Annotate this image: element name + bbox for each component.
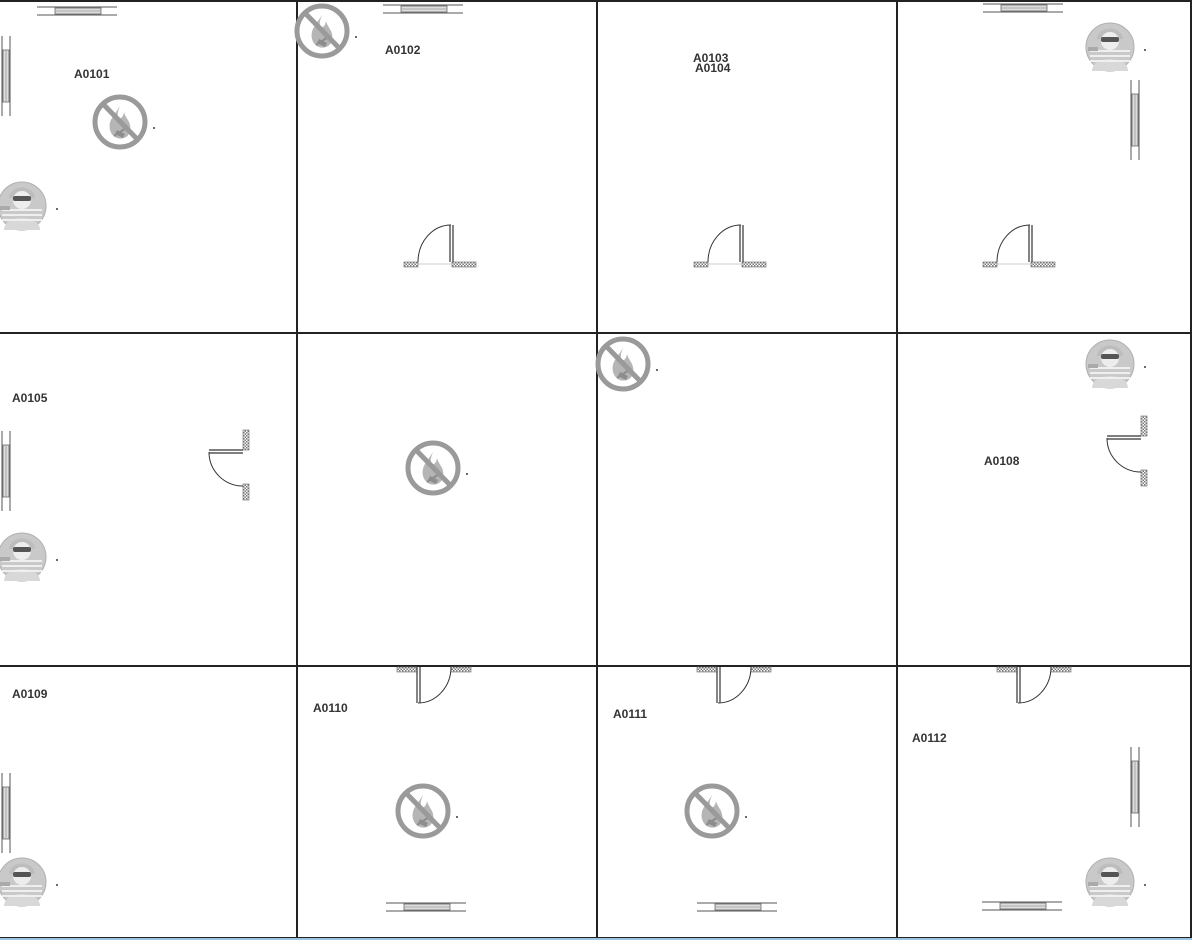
security-guard-icon <box>0 532 59 582</box>
window <box>385 902 467 912</box>
security-guard-icon <box>0 181 59 231</box>
room-label-a0108: A0108 <box>984 454 1020 468</box>
no-fire-symbols <box>95 6 747 836</box>
window <box>981 901 1063 911</box>
door-swing <box>693 224 767 268</box>
window <box>1 772 11 854</box>
no-fire-icon <box>598 339 658 389</box>
window <box>1 35 11 117</box>
window <box>982 3 1064 13</box>
security-guard-icon <box>1085 22 1147 72</box>
room-labels: A0101 A0102 A0103 A0104 A0105 A0108 A010… <box>12 43 1020 745</box>
room-label-a0112: A0112 <box>912 731 947 745</box>
no-fire-icon <box>408 443 468 493</box>
door-swing <box>403 224 477 268</box>
no-fire-icon <box>687 786 747 836</box>
bottom-border <box>0 938 1192 940</box>
window <box>382 4 464 14</box>
security-guard-icon <box>1085 339 1147 389</box>
security-guard-icon <box>1085 857 1147 907</box>
window <box>1130 746 1140 828</box>
door-swing <box>396 666 472 704</box>
window <box>696 902 778 912</box>
no-fire-icon <box>95 97 155 147</box>
room-label-a0104: A0104 <box>695 61 731 75</box>
room-label-a0105: A0105 <box>12 391 48 405</box>
room-label-a0110: A0110 <box>313 701 348 715</box>
door-swing <box>996 666 1072 704</box>
room-label-a0102: A0102 <box>385 43 421 57</box>
room-label-a0103: A0103 <box>693 51 729 65</box>
no-fire-icon <box>398 786 458 836</box>
window <box>36 6 118 16</box>
door-swing <box>696 666 772 704</box>
security-guard-icon <box>0 857 59 907</box>
security-guard-symbols <box>0 22 1147 907</box>
room-label-a0109: A0109 <box>12 687 48 701</box>
door-swing <box>982 224 1056 268</box>
window <box>1130 79 1140 161</box>
window <box>1 430 11 512</box>
door-swing <box>208 429 250 501</box>
door-swing <box>1106 415 1148 487</box>
room-label-a0111: A0111 <box>613 707 647 721</box>
room-label-a0101: A0101 <box>74 67 110 81</box>
window-symbols <box>1 3 1140 912</box>
no-fire-icon <box>297 6 357 56</box>
